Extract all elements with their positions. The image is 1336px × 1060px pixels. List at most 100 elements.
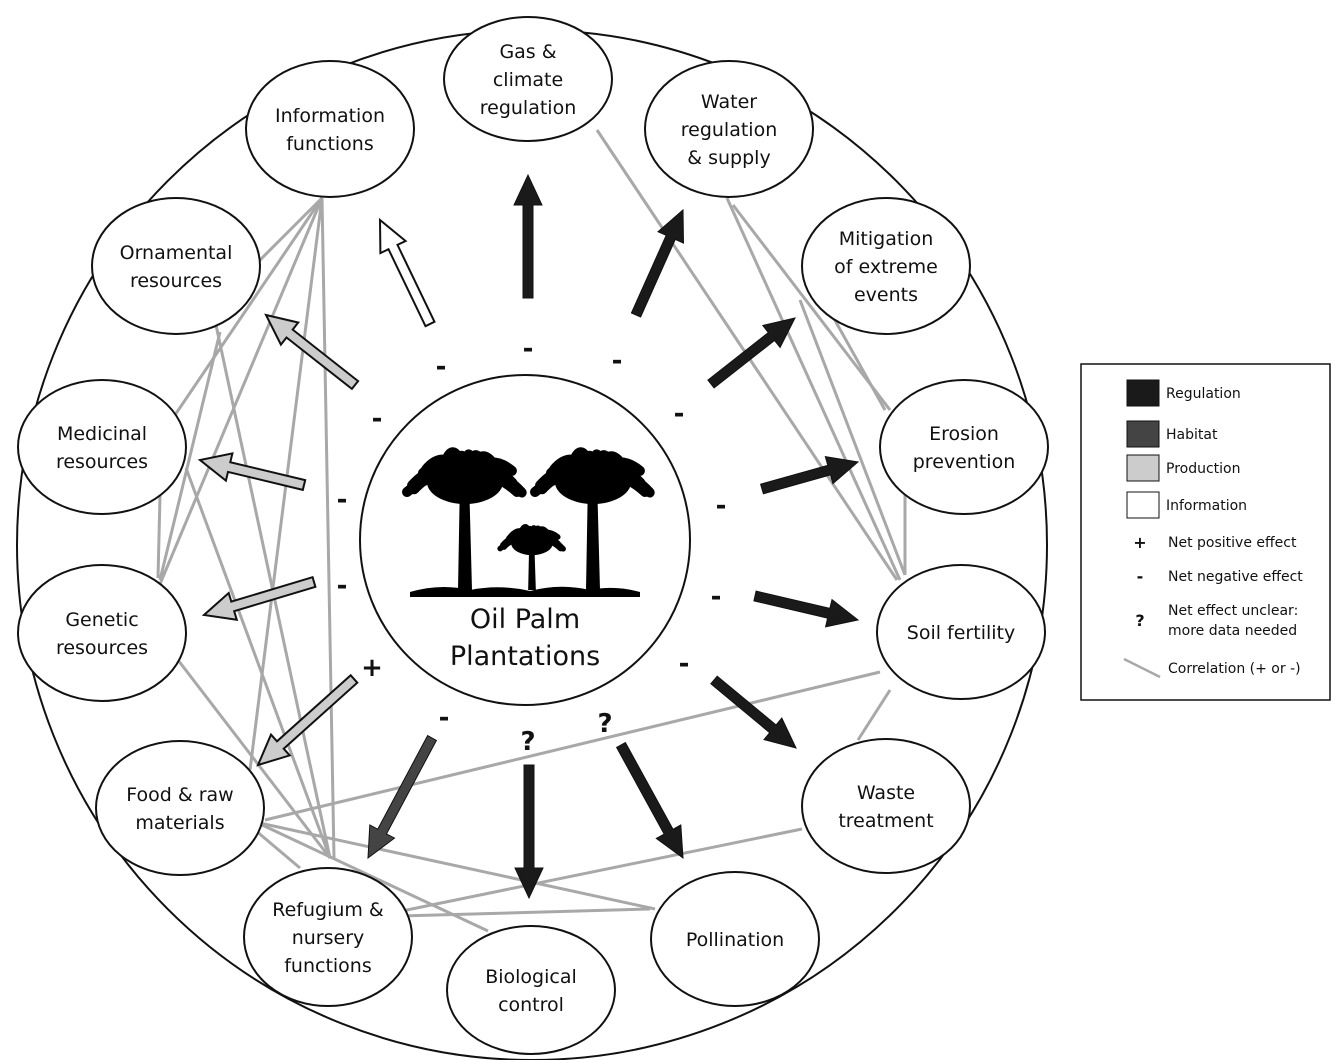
effect-symbol-mitigation: - [674,399,685,429]
node-label-gas-2: regulation [480,97,577,119]
node-label-water-0: Water [701,91,757,113]
arrow-to-biocontrol [514,764,544,900]
legend-item-6: ? Net effect unclear: more data needed [1135,603,1298,639]
arrow-to-mitigation [707,317,796,389]
correlation-line-genetic-refugium [176,659,332,859]
node-ellipse-waste [801,738,971,874]
correlation-line-pollination-refugium [399,907,651,918]
legend-item-3: Information [1126,491,1247,519]
arrow-to-water [630,208,685,318]
effect-symbol-food: + [361,653,383,683]
node-mitigation: Mitigation of extreme events [801,197,971,335]
node-label-mitigation-1: of extreme [834,256,938,278]
legend-label-6-0: Net effect unclear: [1168,603,1298,619]
node-label-erosion-0: Erosion [929,423,999,445]
node-pollination: Pollination [650,871,820,1007]
legend-item-0: Regulation [1126,379,1241,407]
legend-swatch-production [1126,454,1160,482]
node-label-refugium-1: nursery [292,927,365,949]
arrow-to-medicinal [197,452,307,492]
correlation-line-waste-refugium [396,827,803,914]
arrow-to-information [378,217,436,328]
node-ellipse-gas [443,16,613,142]
correlation-line-ornamental-genetic [158,331,222,581]
node-label-information-0: Information [275,105,385,127]
node-label-medicinal-1: resources [56,451,148,473]
legend-label-production: Production [1166,461,1240,477]
legend-label-habitat: Habitat [1166,427,1218,443]
correlation-line-soil-waste [856,689,892,741]
legend-item-1: Habitat [1126,420,1218,448]
legend-symbol-6: ? [1135,611,1144,630]
legend-item-7: Correlation (+ or -) [1123,657,1301,679]
correlation-line-medicinal-refugium [184,467,332,859]
node-label-biocontrol-0: Biological [485,966,577,988]
arrow-to-erosion [759,455,860,495]
center-label-line-2: Plantations [450,641,600,672]
legend-label-6-1: more data needed [1168,623,1297,639]
arrow-to-food [256,673,359,767]
effect-symbol-refugium: - [439,703,450,733]
node-ellipse-refugium [243,867,413,1007]
correlation-line-biocontrol-food [259,822,489,933]
ground-strip [410,586,640,597]
correlation-line-water-erosion [731,204,892,411]
legend-symbol-5: - [1137,567,1144,586]
node-label-mitigation-0: Mitigation [839,228,934,250]
node-label-genetic-0: Genetic [65,609,138,631]
arrow-to-soil [753,590,860,628]
effect-symbol-genetic: - [337,571,348,601]
node-food: Food & raw materials [95,740,265,876]
legend-correlation-line [1123,657,1161,679]
node-label-mitigation-2: events [854,284,918,306]
effect-symbol-information: - [436,352,447,382]
node-label-refugium-0: Refugium & [272,899,384,921]
correlation-line-food-refugium [254,828,301,870]
node-ellipse-ornamental [91,197,261,335]
palm-tree-right-icon [530,447,655,590]
node-information: Information functions [245,60,415,198]
node-label-information-1: functions [286,133,374,155]
node-soil: Soil fertility [876,564,1046,700]
center-label-line-1: Oil Palm [470,604,580,635]
arrow-to-gas [513,173,543,299]
node-label-genetic-1: resources [56,637,148,659]
correlation-line-information-genetic [158,197,324,585]
legend-box [1080,363,1331,701]
correlation-line-medicinal-genetic [156,495,162,579]
correlation-line-soil-food [264,670,881,822]
node-ellipse-genetic [17,564,187,702]
effect-symbol-ornamental: - [372,404,383,434]
effect-symbol-pollination: ? [597,709,612,739]
node-ellipse-biocontrol [446,925,616,1055]
node-label-food-1: materials [135,812,224,834]
node-ellipse-food [95,740,265,876]
node-ellipse-water [644,60,814,198]
node-label-waste-0: Waste [857,782,915,804]
arrow-to-waste [710,675,797,749]
node-label-food-0: Food & raw [126,784,233,806]
node-label-water-1: regulation [681,119,778,141]
node-label-gas-0: Gas & [499,41,556,63]
node-label-water-2: & supply [687,147,770,169]
legend-symbol-4: + [1133,533,1146,552]
effect-arrows [197,173,860,900]
arrow-to-pollination [615,741,684,860]
node-erosion: Erosion prevention [879,379,1049,515]
palm-tree-small-icon [497,524,566,590]
node-label-waste-1: treatment [838,810,933,832]
node-label-refugium-2: functions [284,955,372,977]
node-ellipse-mitigation [801,197,971,335]
node-label-erosion-1: prevention [913,451,1016,473]
effect-symbols: ------??-+---- [337,334,727,757]
node-label-ornamental-1: resources [130,270,222,292]
node-refugium: Refugium & nursery functions [243,867,413,1007]
effect-symbol-water: - [612,346,623,376]
legend-label-4-0: Net positive effect [1168,535,1297,551]
legend-label-regulation: Regulation [1166,386,1241,402]
effect-symbol-biocontrol: ? [520,727,535,757]
node-label-ornamental-0: Ornamental [120,242,233,264]
